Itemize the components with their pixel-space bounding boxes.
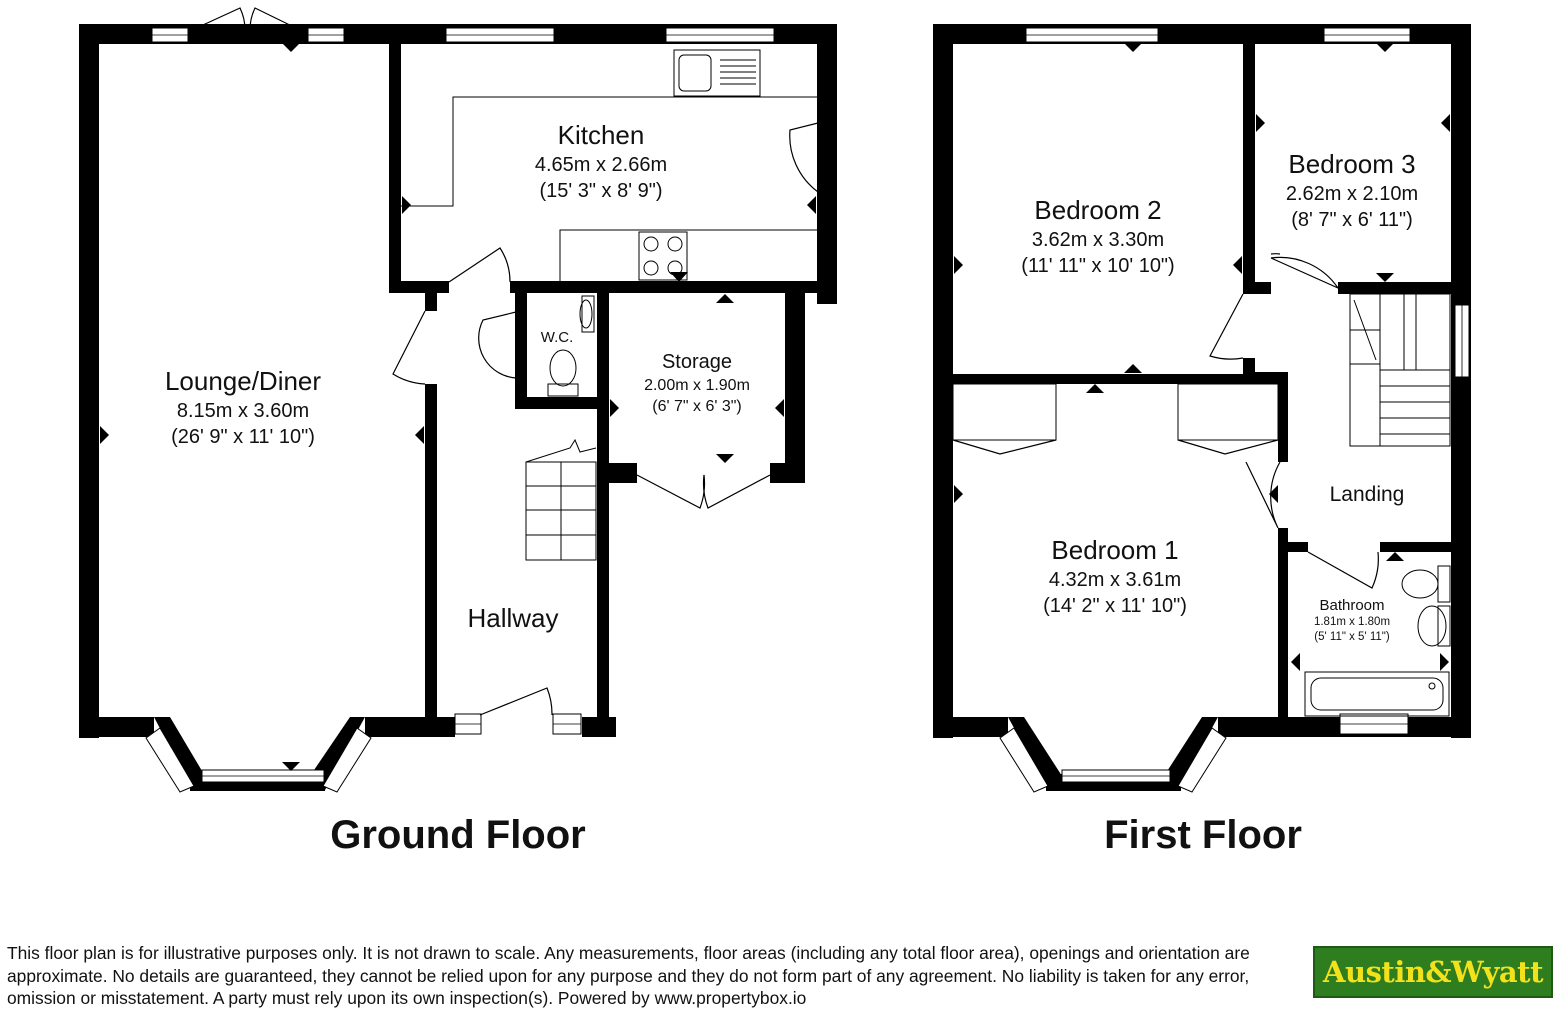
- first-doors: [952, 253, 1379, 589]
- ground-doors: [191, 7, 819, 716]
- bathroom-imperial: (5' 11" x 5' 11"): [1314, 631, 1390, 643]
- storage-imperial: (6' 7" x 6' 3"): [652, 398, 742, 415]
- lounge-imperial: (26' 9" x 11' 10"): [171, 426, 315, 448]
- storage-name: Storage: [662, 351, 732, 373]
- ground-floor-plan: Lounge/Diner 8.15m x 3.60m (26' 9" x 11'…: [79, 7, 837, 857]
- lounge-metric: 8.15m x 3.60m: [177, 400, 309, 422]
- ground-floor-title: Ground Floor: [330, 813, 586, 857]
- kitchen-metric: 4.65m x 2.66m: [535, 154, 667, 176]
- bedroom1-name: Bedroom 1: [1051, 535, 1178, 565]
- wc-fittings: [547, 295, 595, 397]
- lounge-name: Lounge/Diner: [165, 366, 321, 396]
- bedroom3-metric: 2.62m x 2.10m: [1286, 183, 1418, 205]
- agent-logo: Austin&Wyatt: [1313, 946, 1553, 998]
- first-floor-walls: [933, 24, 1471, 791]
- kitchen-units: [401, 49, 817, 281]
- ground-window-lines: [152, 34, 774, 777]
- bedroom3-name: Bedroom 3: [1288, 149, 1415, 179]
- kitchen-name: Kitchen: [558, 120, 645, 150]
- bathroom-metric: 1.81m x 1.80m: [1314, 616, 1390, 628]
- hallway-name: Hallway: [467, 603, 558, 633]
- disclaimer-text: This floor plan is for illustrative purp…: [7, 942, 1277, 1010]
- disclaimer-paragraph: This floor plan is for illustrative purp…: [7, 943, 1250, 1009]
- bathroom-fittings: [1304, 565, 1451, 717]
- bathroom-name: Bathroom: [1319, 597, 1384, 614]
- first-floor-plan: Bedroom 2 3.62m x 3.30m (11' 11" x 10' 1…: [933, 24, 1471, 857]
- first-stairs: [1349, 293, 1451, 447]
- ground-floor-walls: [79, 24, 837, 791]
- wc-name: W.C.: [541, 329, 574, 346]
- bedroom3-imperial: (8' 7" x 6' 11"): [1291, 209, 1413, 231]
- bedroom1-imperial: (14' 2" x 11' 10"): [1043, 595, 1187, 617]
- first-window-lines: [1026, 34, 1463, 777]
- storage-metric: 2.00m x 1.90m: [644, 377, 750, 394]
- first-floor-title: First Floor: [1104, 813, 1302, 857]
- landing-name: Landing: [1330, 483, 1405, 506]
- ground-arrows: [100, 43, 816, 771]
- bedroom1-metric: 4.32m x 3.61m: [1049, 569, 1181, 591]
- first-wardrobes: [952, 383, 1279, 441]
- first-arrows: [954, 43, 1450, 671]
- kitchen-imperial: (15' 3" x 8' 9"): [540, 180, 663, 202]
- bedroom2-imperial: (11' 11" x 10' 10"): [1021, 255, 1174, 277]
- bedroom2-metric: 3.62m x 3.30m: [1032, 229, 1164, 251]
- first-windows: [999, 27, 1470, 793]
- floor-plan-drawing: Lounge/Diner 8.15m x 3.60m (26' 9" x 11'…: [79, 7, 1471, 857]
- bedroom2-name: Bedroom 2: [1034, 195, 1161, 225]
- logo-text: Austin&Wyatt: [1323, 955, 1543, 989]
- ground-stairs: [525, 438, 597, 561]
